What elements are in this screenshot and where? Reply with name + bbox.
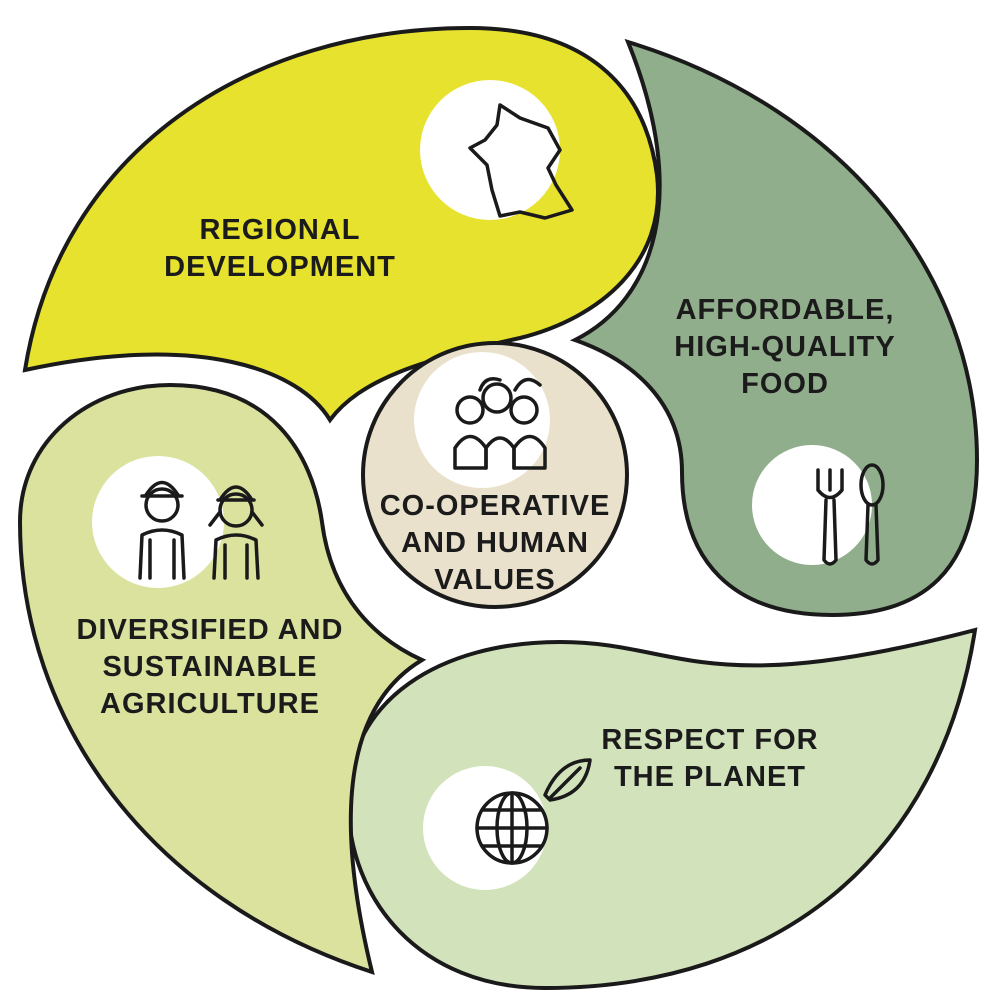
label-line: VALUES bbox=[434, 564, 556, 596]
fork-spoon-icon bbox=[816, 463, 885, 566]
label-line: REGIONAL bbox=[199, 214, 361, 246]
farmers-icon bbox=[138, 480, 264, 580]
label-line: SUSTAINABLE bbox=[102, 651, 318, 683]
label-line: THE PLANET bbox=[613, 761, 807, 793]
label-line: FOOD bbox=[741, 368, 829, 400]
globe-leaf-icon bbox=[475, 758, 592, 865]
label-line: DIVERSIFIED AND bbox=[76, 614, 344, 646]
label-regional-development: REGIONAL DEVELOPMENT bbox=[130, 212, 430, 286]
label-line: AND HUMAN bbox=[401, 527, 589, 559]
label-line: RESPECT FOR bbox=[601, 724, 819, 756]
label-respect-planet: RESPECT FOR THE PLANET bbox=[580, 722, 840, 796]
france-map-icon bbox=[468, 103, 574, 220]
label-cooperative-values: CO-OPERATIVE AND HUMAN VALUES bbox=[365, 488, 625, 599]
label-line: AGRICULTURE bbox=[100, 688, 320, 720]
icon-backdrop bbox=[420, 80, 560, 220]
label-affordable-food: AFFORDABLE, HIGH-QUALITY FOOD bbox=[655, 292, 915, 403]
label-sustainable-agriculture: DIVERSIFIED AND SUSTAINABLE AGRICULTURE bbox=[50, 612, 370, 723]
people-group-icon bbox=[453, 377, 547, 470]
segment-affordable-food bbox=[569, 38, 980, 618]
label-line: HIGH-QUALITY bbox=[674, 331, 896, 363]
label-line: CO-OPERATIVE bbox=[379, 490, 611, 522]
icon-backdrop bbox=[752, 445, 872, 565]
label-line: DEVELOPMENT bbox=[164, 251, 396, 283]
label-line: AFFORDABLE, bbox=[675, 294, 895, 326]
